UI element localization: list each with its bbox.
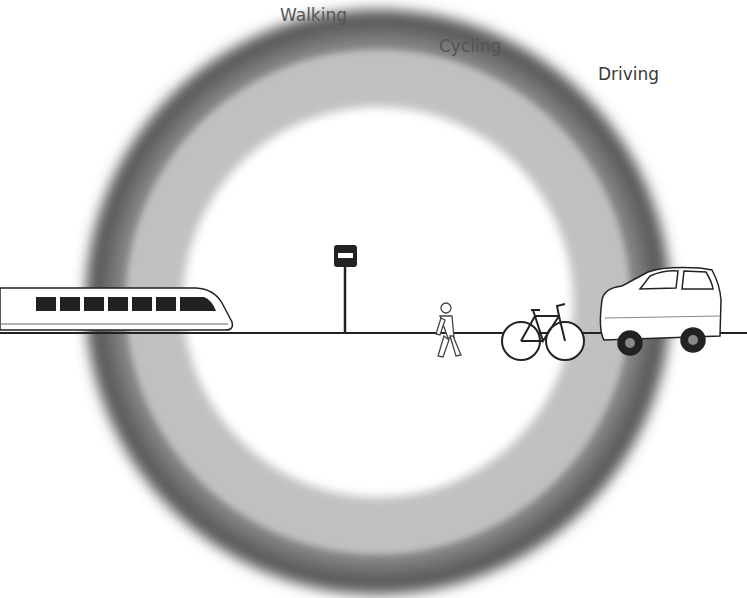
- zone-fill: [126, 50, 630, 554]
- bus-stop-sign: [334, 245, 357, 333]
- zone-fill: [183, 107, 573, 497]
- bicycle-icon: [502, 304, 584, 360]
- mode-label: Walking: [280, 5, 347, 25]
- walker-icon: [436, 303, 461, 357]
- mode-label: Cycling: [439, 36, 501, 56]
- zone-fill: [86, 10, 670, 594]
- zone-circle: [183, 107, 573, 497]
- mode-label: Driving: [598, 64, 659, 84]
- car-icon: [600, 268, 721, 356]
- train-icon: [0, 288, 232, 330]
- distance-zone: [183, 107, 573, 497]
